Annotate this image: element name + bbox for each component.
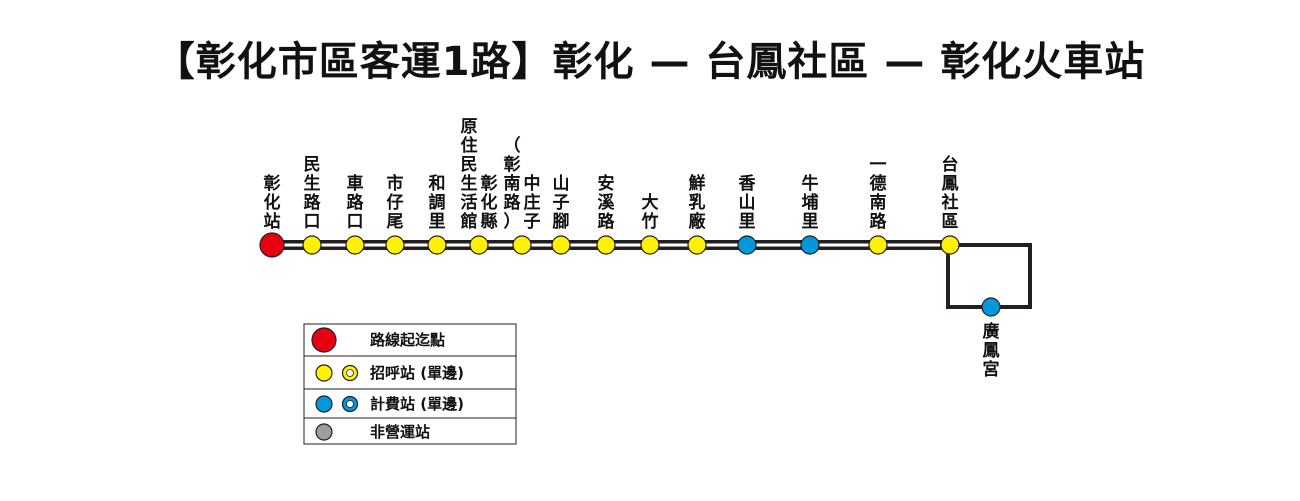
loop-line xyxy=(940,243,1032,309)
station-marker xyxy=(868,235,888,255)
station-marker xyxy=(469,235,489,255)
station-label: 大竹 xyxy=(641,192,659,232)
station-label: 彰化縣 xyxy=(481,173,498,232)
station-label: 原住民生活館 xyxy=(460,117,478,232)
station-label: 中庄子 xyxy=(524,173,541,232)
legend-marker xyxy=(311,327,337,353)
legend-marker xyxy=(315,395,333,413)
legend-label: 計費站 (單邊) xyxy=(370,395,464,413)
station-label: 市仔尾 xyxy=(387,173,404,232)
legend-label: 招呼站 (單邊) xyxy=(370,364,464,382)
station-marker xyxy=(596,235,616,255)
legend-box xyxy=(303,323,517,445)
station-label: 台鳳社區 xyxy=(941,154,959,232)
station-marker xyxy=(512,235,532,255)
station-label: 山子腳 xyxy=(553,174,570,232)
legend-ring-hole xyxy=(346,400,354,408)
station-label: （彰南路） xyxy=(504,135,522,232)
station-label: 彰化站 xyxy=(264,173,281,232)
legend-ring-hole xyxy=(346,369,354,377)
station-label: 廣鳳宮 xyxy=(983,321,1000,380)
station-label: 車路口 xyxy=(347,173,365,232)
station-marker xyxy=(800,235,820,255)
legend-label: 非營運站 xyxy=(370,423,430,441)
station-marker xyxy=(345,235,365,255)
station-marker xyxy=(687,235,707,255)
station-label: 牛埔里 xyxy=(802,173,819,232)
station-group xyxy=(259,232,1001,317)
station-marker xyxy=(737,235,757,255)
station-label: 鮮乳廠 xyxy=(689,173,707,232)
legend-label: 路線起迄點 xyxy=(370,331,445,349)
station-label: 民生路口 xyxy=(304,155,322,232)
station-marker xyxy=(981,297,1001,317)
station-marker xyxy=(940,235,960,255)
station-marker xyxy=(385,235,405,255)
legend-marker xyxy=(315,364,333,382)
station-label: 安溪路 xyxy=(598,173,616,232)
station-label: 香山里 xyxy=(739,174,756,232)
station-marker xyxy=(259,232,285,258)
page-title: 【彰化市區客運1路】彰化 — 台鳳社區 — 彰化火車站 xyxy=(154,39,1146,85)
station-label: 一德南路 xyxy=(870,155,888,232)
station-marker xyxy=(640,235,660,255)
station-marker xyxy=(302,235,322,255)
station-marker xyxy=(551,235,571,255)
station-label: 和調里 xyxy=(429,174,446,232)
legend-marker xyxy=(315,423,333,441)
station-marker xyxy=(427,235,447,255)
